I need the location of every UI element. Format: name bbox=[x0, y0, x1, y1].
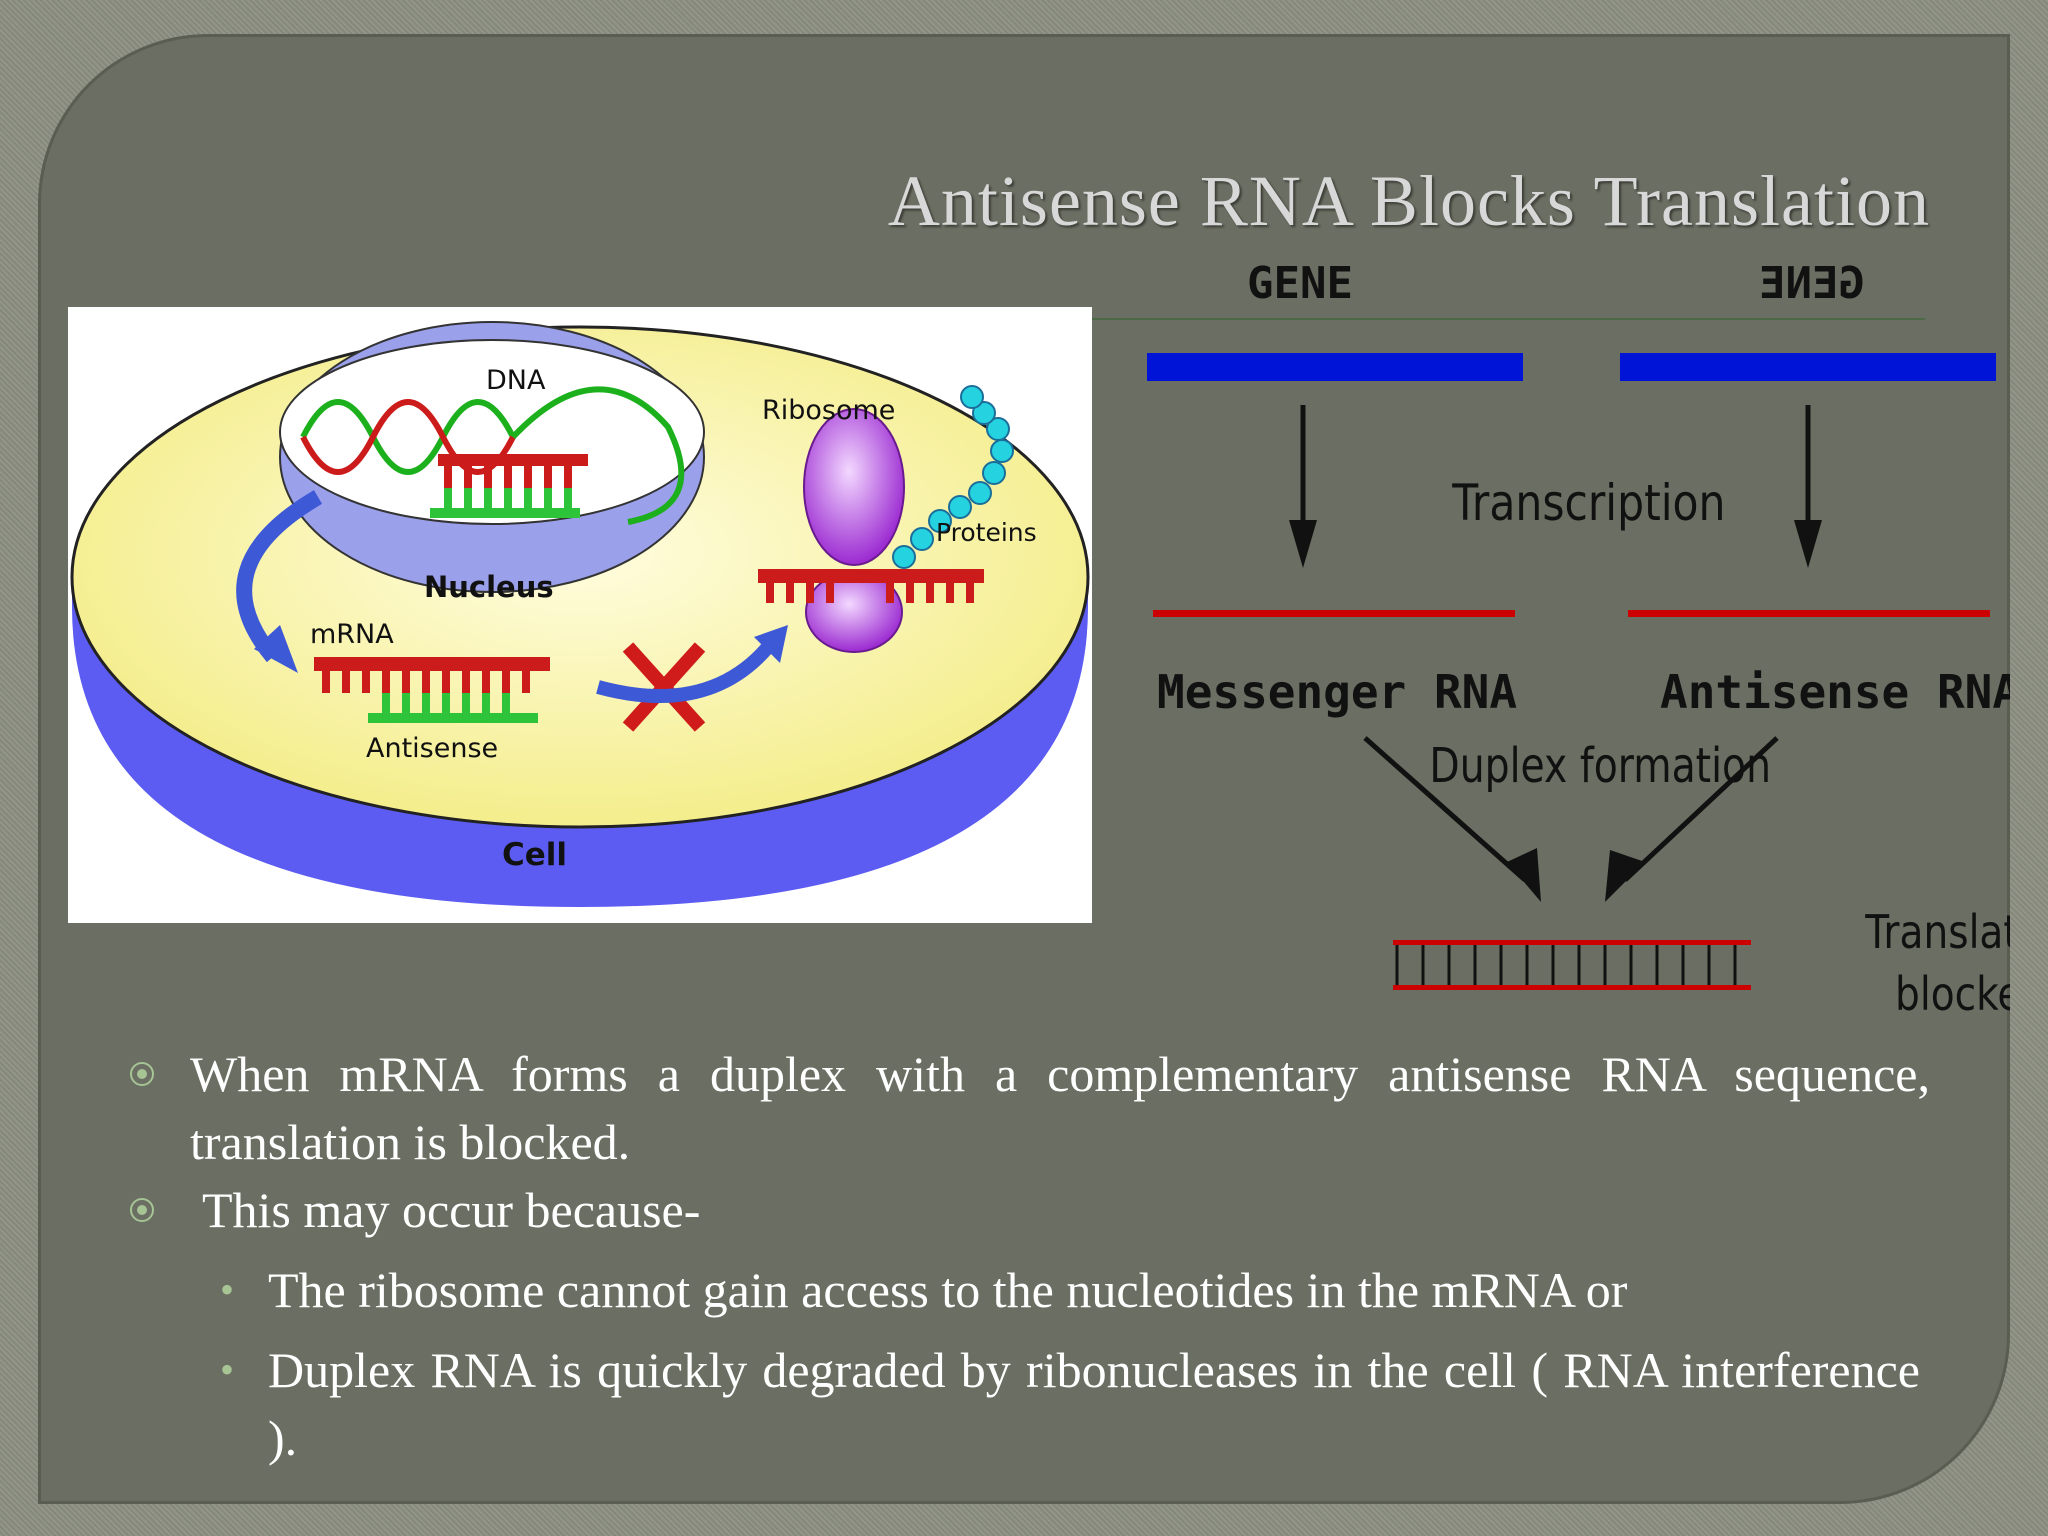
mrna-line bbox=[1153, 610, 1515, 617]
bullet-list: When mRNA forms a duplex with a compleme… bbox=[130, 1040, 1930, 1472]
antisense-line bbox=[1628, 610, 1990, 617]
transcription-arrowhead-left bbox=[1289, 520, 1317, 568]
transcription-arrowhead-right bbox=[1794, 520, 1822, 568]
cell-illustration: DNA Nucleus mRNA Antisense Ribosome Prot… bbox=[68, 307, 1092, 923]
slide-title: Antisense RNA Blocks Translation bbox=[887, 161, 1930, 241]
sub-bullet-1-text: The ribosome cannot gain access to the n… bbox=[268, 1262, 1628, 1318]
mrna-label: mRNA bbox=[310, 619, 394, 650]
antisense-label: Antisense bbox=[366, 733, 498, 764]
bullet-item-2-text: This may occur because- bbox=[202, 1182, 701, 1238]
sub-bullet-1: • The ribosome cannot gain access to the… bbox=[130, 1256, 1920, 1324]
bullet-item-1-text: When mRNA forms a duplex with a compleme… bbox=[190, 1046, 1930, 1170]
export-arrow bbox=[236, 490, 323, 663]
dna-label: DNA bbox=[486, 365, 546, 396]
antisense-bar bbox=[368, 713, 538, 723]
gene-label: GENE bbox=[1247, 258, 1353, 309]
duplex-arrowhead-left bbox=[1507, 848, 1541, 902]
title-underline bbox=[1085, 318, 1925, 320]
antisense-teeth bbox=[382, 693, 510, 713]
protein-chain bbox=[892, 385, 1014, 569]
dna-strand-green bbox=[300, 399, 516, 475]
nucleus-antisense-bar bbox=[430, 508, 580, 518]
blocked-label: blocked bbox=[1895, 968, 2010, 1022]
sub-bullet-dot-icon: • bbox=[220, 1347, 235, 1392]
mrna-teeth bbox=[322, 671, 530, 693]
ribosome-large bbox=[803, 408, 905, 566]
translation-label: Translation bbox=[1864, 906, 2010, 960]
duplex-formation-label: Duplex formation bbox=[1429, 738, 1771, 794]
antisense-rna-label: Antisense RNA bbox=[1660, 665, 2010, 719]
dna-strand-red bbox=[300, 399, 516, 475]
block-x-line-2 bbox=[622, 642, 706, 732]
export-arrowhead bbox=[254, 625, 298, 673]
bullet-marker-icon bbox=[130, 1062, 154, 1086]
ribosome-mrna-bar bbox=[758, 569, 984, 583]
sub-bullet-2-text: Duplex RNA is quickly degraded by ribonu… bbox=[268, 1342, 1920, 1466]
dna-tail bbox=[510, 386, 685, 525]
duplex-arrowhead-right bbox=[1605, 850, 1645, 902]
flow-diagram: GENE GENE Transcription Messenger RNA An… bbox=[1147, 258, 2010, 1022]
ribosome-mrna-teeth bbox=[766, 583, 974, 603]
cell-label: Cell bbox=[502, 837, 567, 873]
gene-mirror-label: GENE bbox=[1759, 258, 1865, 309]
messenger-rna-label: Messenger RNA bbox=[1157, 665, 1517, 719]
sub-bullet-2: • Duplex RNA is quickly degraded by ribo… bbox=[130, 1336, 1920, 1472]
mrna-bar bbox=[314, 657, 550, 671]
gene-bar-left bbox=[1147, 353, 1523, 381]
bullet-item-1: When mRNA forms a duplex with a compleme… bbox=[130, 1040, 1930, 1176]
translation-arrowhead bbox=[754, 625, 788, 663]
nucleus-mrna-teeth bbox=[444, 466, 572, 488]
cell-svg: DNA Nucleus mRNA Antisense Ribosome Prot… bbox=[70, 321, 1090, 907]
bullet-marker-icon bbox=[130, 1198, 154, 1222]
duplex-arrow-left bbox=[1363, 736, 1527, 882]
proteins-label: Proteins bbox=[936, 518, 1037, 547]
translation-arrow bbox=[596, 642, 774, 703]
blocked-duplex bbox=[1393, 940, 1751, 990]
sub-bullet-dot-icon: • bbox=[220, 1267, 235, 1312]
bullet-item-2: This may occur because- bbox=[130, 1176, 1930, 1244]
duplex-arrow-right bbox=[1623, 736, 1779, 882]
nucleus-mrna-bar bbox=[438, 454, 588, 466]
nucleus-top bbox=[279, 339, 705, 525]
gene-bar-right bbox=[1620, 353, 1996, 381]
gene-mirror-group: GENE bbox=[1759, 258, 1865, 309]
nucleus-label: Nucleus bbox=[424, 570, 554, 604]
transcription-label: Transcription bbox=[1451, 474, 1725, 532]
ribosome-label: Ribosome bbox=[762, 395, 895, 426]
nucleus-antisense-teeth bbox=[444, 488, 572, 508]
